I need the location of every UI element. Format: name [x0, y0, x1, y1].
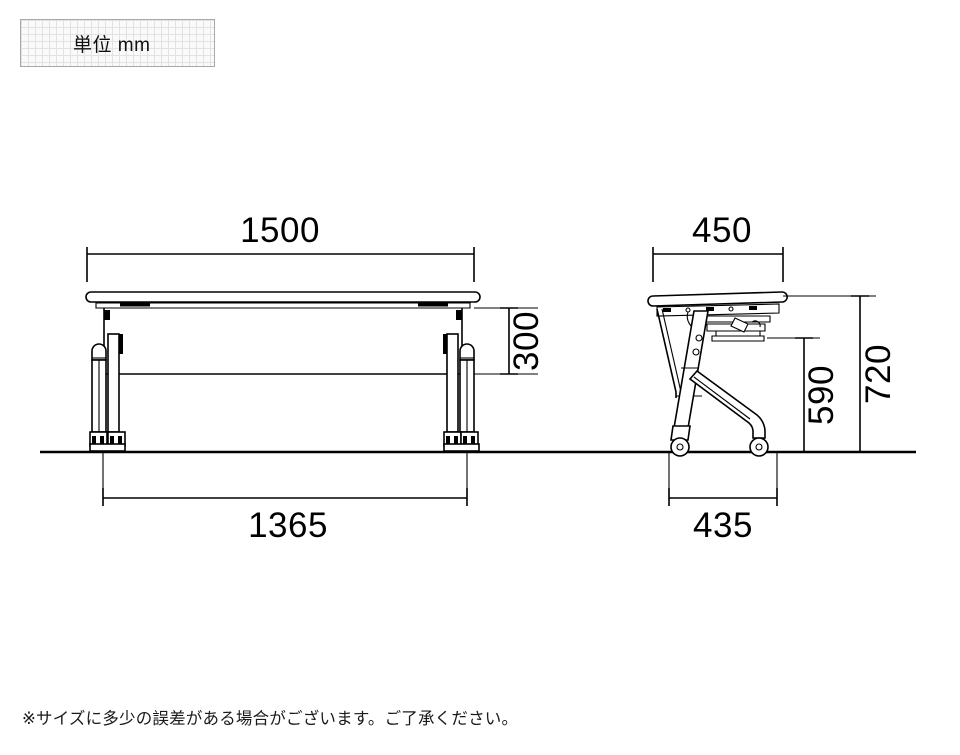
side-main-leg: [670, 310, 709, 441]
side-fold-mechanism: [686, 311, 771, 342]
dimension-1365: 1365: [102, 452, 468, 545]
side-caster-front: [670, 437, 690, 457]
front-view-table: [85, 291, 481, 452]
dimension-435-label: 435: [693, 506, 753, 545]
dimension-300: 300: [474, 307, 546, 375]
dimension-590: 590: [767, 337, 841, 453]
front-tabletop: [85, 291, 481, 309]
dimension-720: 720: [783, 295, 898, 453]
side-view-table: [647, 291, 788, 457]
front-leg-left: [89, 333, 126, 452]
dimension-1365-label: 1365: [248, 506, 328, 545]
unit-legend-box: 単位 mm: [20, 19, 215, 67]
side-caster-rear: [749, 437, 769, 457]
unit-legend-label: 単位 mm: [73, 34, 151, 56]
dimension-590-label: 590: [802, 365, 841, 425]
dimension-1500: 1500: [86, 211, 475, 282]
dimension-450-label: 450: [692, 211, 752, 250]
side-tabletop: [647, 291, 788, 317]
front-leg-right: [443, 333, 480, 452]
front-frame: [103, 308, 463, 378]
side-rear-leg: [688, 369, 766, 439]
dimension-450: 450: [652, 211, 784, 282]
dimension-300-label: 300: [507, 311, 546, 371]
size-tolerance-note: ※サイズに多少の誤差がある場合がございます。ご了承ください。: [22, 710, 519, 728]
dimension-720-label: 720: [859, 344, 898, 404]
dimension-1500-label: 1500: [240, 211, 320, 250]
dimension-435: 435: [668, 452, 778, 545]
